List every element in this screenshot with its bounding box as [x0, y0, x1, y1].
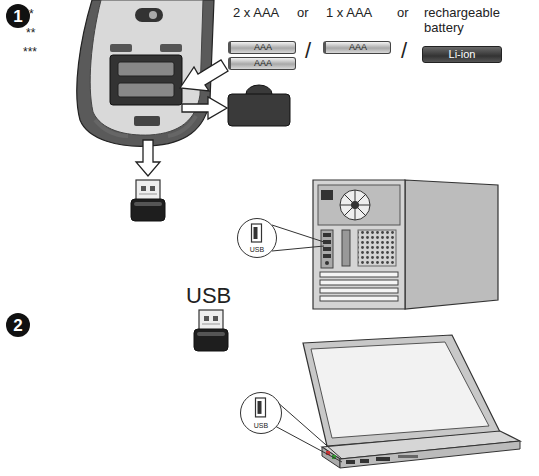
leader-line: [272, 246, 324, 251]
battery-lid: [228, 85, 290, 126]
leader-line: [275, 426, 342, 462]
usb-receiver: [131, 180, 165, 221]
aaa-battery: AAA: [228, 57, 296, 70]
battery-option: rechargeable battery: [424, 6, 536, 36]
node-text: AAA: [254, 43, 272, 52]
battery-option: 1 x AAA: [326, 6, 372, 21]
lid-arrow: [182, 97, 227, 119]
star-rating: **: [26, 27, 35, 41]
leader-line: [276, 401, 342, 459]
usb-port-icon: [238, 219, 278, 259]
node-text: 2: [13, 317, 22, 334]
usb-port-callout: USB: [237, 218, 277, 258]
star-rating: ***: [23, 46, 37, 60]
leader-line: [272, 225, 324, 242]
or-word: or: [297, 6, 309, 21]
step-number: 2: [6, 313, 30, 337]
node-text: AAA: [349, 43, 367, 52]
usb-label: USB: [186, 283, 231, 308]
step-number: 1: [6, 4, 30, 28]
separator: /: [401, 38, 407, 63]
separator: /: [305, 38, 311, 63]
node-text: USB: [250, 246, 264, 253]
usb-port-callout: USB: [240, 392, 282, 434]
node-text: 1: [13, 8, 22, 25]
laptop: [303, 335, 520, 468]
insert-arrow: [180, 60, 228, 91]
aaa-battery: AAA: [323, 41, 391, 54]
or-word: or: [397, 6, 409, 21]
node-text: USB: [254, 422, 268, 429]
node-text: Li-ion: [449, 49, 476, 60]
li-ion-battery: Li-ion: [422, 46, 502, 63]
aaa-battery: AAA: [228, 41, 296, 54]
star-rating: *: [29, 8, 34, 22]
desktop-tower: [313, 180, 498, 309]
remove-arrow: [136, 140, 160, 176]
battery-option: 2 x AAA: [233, 6, 279, 21]
usb-receiver: [194, 310, 228, 351]
node-text: AAA: [254, 59, 272, 68]
